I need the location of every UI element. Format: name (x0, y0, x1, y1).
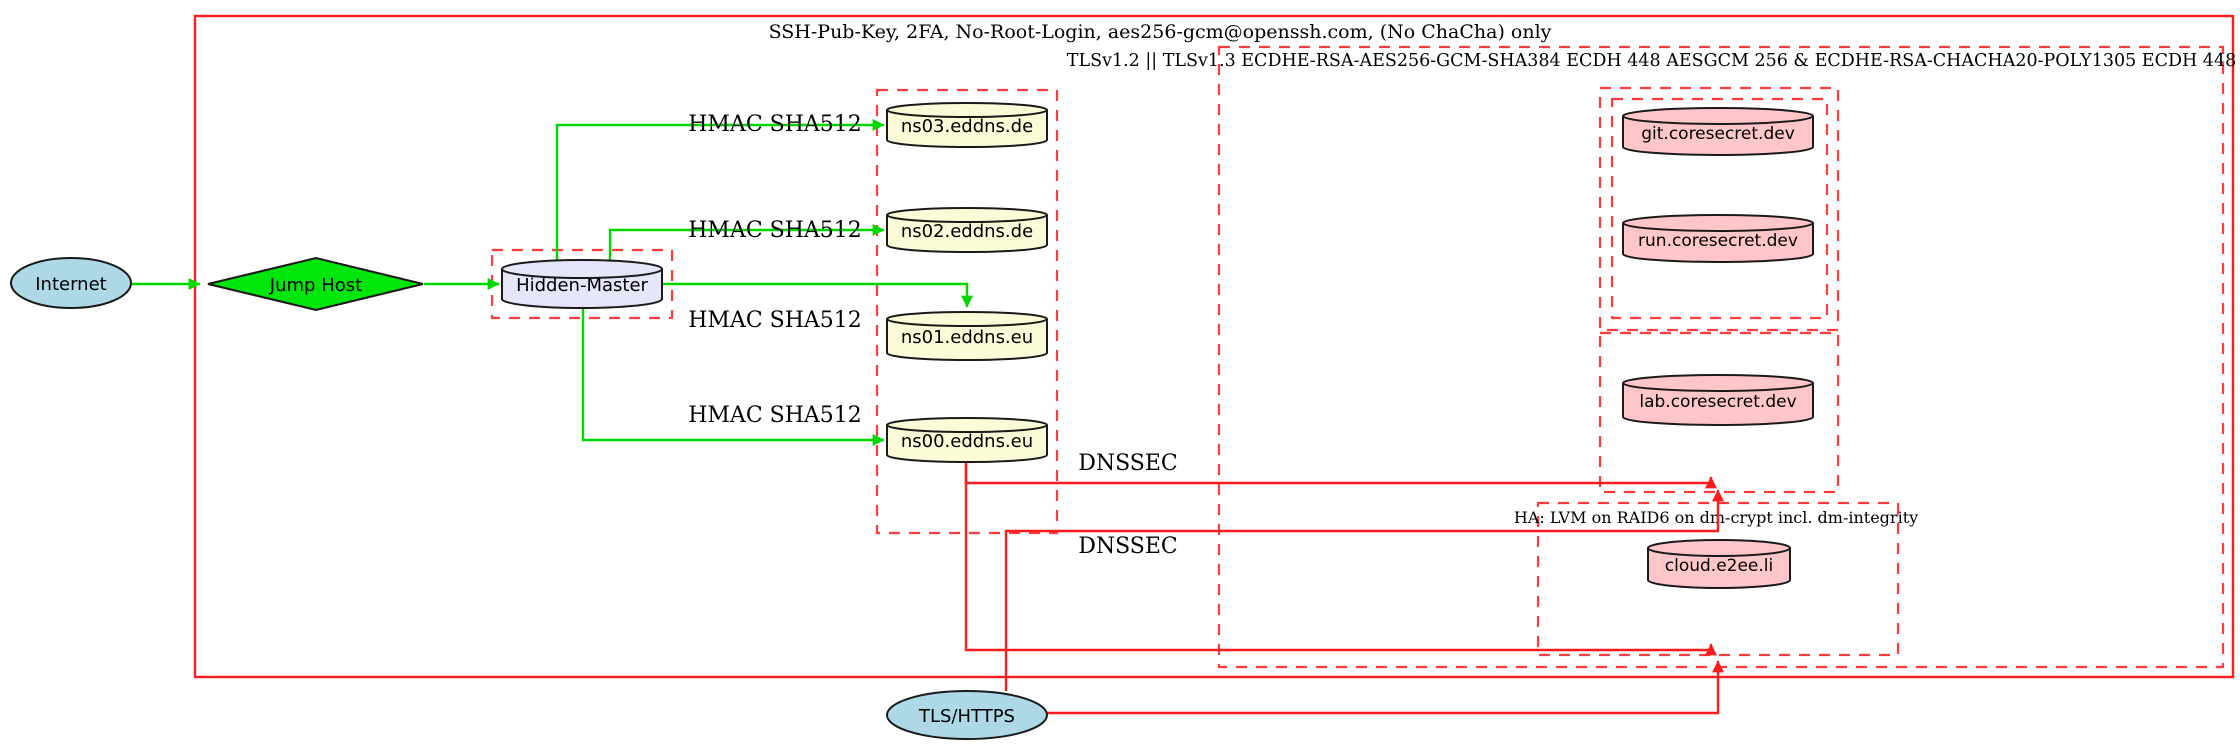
ssh-cluster-box (193, 14, 2235, 679)
hidden-master-cylinder (501, 259, 663, 309)
edge-tlshttps-to-ha (1047, 660, 1724, 715)
edge-label-hmac-ns00: HMAC SHA512 (688, 403, 862, 428)
node-run: run.coresecret.dev (1622, 214, 1814, 263)
tls-cluster-label: TLSv1.2 || TLSv1.3 ECDHE-RSA-AES256-GCM-… (1067, 51, 2240, 71)
cloud-cylinder (1647, 539, 1791, 589)
node-jump-host: Jump Host (207, 256, 424, 312)
ns02-label: ns02.eddns.de (901, 221, 1033, 242)
node-ns01: ns01.eddns.eu (886, 311, 1048, 361)
tls-https-label: TLS/HTTPS (918, 706, 1015, 727)
hidden-master-label: Hidden-Master (516, 275, 648, 296)
edge-label-hmac-ns02: HMAC SHA512 (688, 218, 862, 243)
jump-host-label: Jump Host (269, 275, 362, 296)
git-cylinder (1622, 107, 1814, 156)
node-git: git.coresecret.dev (1622, 107, 1814, 156)
ns02-cylinder (886, 207, 1048, 253)
lab-label: lab.coresecret.dev (1639, 392, 1796, 412)
node-ns00: ns00.eddns.eu (886, 417, 1048, 463)
git-label: git.coresecret.dev (1641, 124, 1795, 144)
ns02-cylinder-rim (886, 214, 1048, 223)
node-ns03: ns03.eddns.de (886, 102, 1048, 148)
ns03-label: ns03.eddns.de (901, 116, 1033, 137)
edge-label-dnssec-1: DNSSEC (1078, 451, 1178, 476)
ns01-label: ns01.eddns.eu (901, 327, 1033, 348)
hidden-master-cylinder-rim (501, 268, 663, 279)
ssh-cluster-label: SSH-Pub-Key, 2FA, No-Root-Login, aes256-… (769, 21, 1552, 43)
run-cylinder (1622, 214, 1814, 263)
run-label: run.coresecret.dev (1638, 231, 1798, 251)
internet-ellipse (10, 257, 132, 309)
ns03-cylinder-rim (886, 109, 1048, 118)
edge-hiddenmaster-to-ns01 (662, 282, 973, 308)
ns00-cylinder-rim (886, 424, 1048, 433)
edge-label-hmac-ns01: HMAC SHA512 (688, 308, 862, 333)
tls-https-ellipse (886, 690, 1048, 740)
node-tls-https: TLS/HTTPS (886, 690, 1048, 740)
edge-label-hmac-ns03: HMAC SHA512 (688, 112, 862, 137)
node-lab: lab.coresecret.dev (1622, 374, 1814, 426)
ns00-cylinder (886, 417, 1048, 463)
git-cylinder-rim (1622, 115, 1814, 125)
ns03-cylinder (886, 102, 1048, 148)
node-internet: Internet (10, 257, 132, 309)
gitrun-cluster-inner-box (1610, 97, 1829, 320)
edge-ns00-to-ha-dnssec (964, 462, 1717, 656)
ns00-label: ns00.eddns.eu (901, 431, 1033, 452)
lab-cylinder (1622, 374, 1814, 426)
internet-label: Internet (35, 274, 106, 295)
ha-cluster-label: HA: LVM on RAID6 on dm-crypt incl. dm-in… (1514, 508, 1918, 527)
jump-host-diamond (207, 256, 424, 312)
run-cylinder-rim (1622, 222, 1814, 232)
ns01-cylinder (886, 311, 1048, 361)
node-hidden-master: Hidden-Master (501, 259, 663, 309)
edge-hiddenmaster-to-ns03 (555, 119, 885, 265)
lab-cylinder-rim (1622, 382, 1814, 392)
cloud-label: cloud.e2ee.li (1665, 556, 1773, 576)
edge-hiddenmaster-to-ns00 (581, 307, 885, 446)
nameserver-cluster-box (875, 88, 1059, 535)
edge-hiddenmaster-to-ns02 (608, 224, 885, 266)
cloud-cylinder-rim (1647, 547, 1791, 557)
node-cloud: cloud.e2ee.li (1647, 539, 1791, 589)
node-ns02: ns02.eddns.de (886, 207, 1048, 253)
edge-label-dnssec-2: DNSSEC (1078, 534, 1178, 559)
edge-tlshttps-to-lab (1004, 489, 1724, 691)
ns01-cylinder-rim (886, 318, 1048, 327)
